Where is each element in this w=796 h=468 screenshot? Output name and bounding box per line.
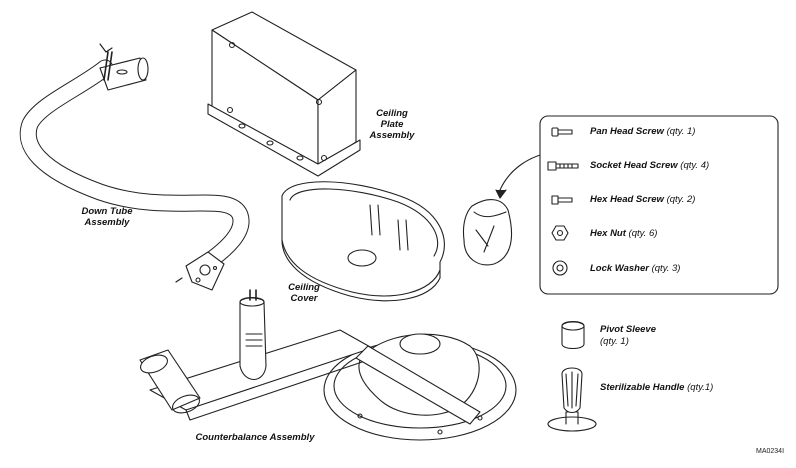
- kit-item-name: Hex Nut: [590, 228, 626, 239]
- kit-item-name: Hex Head Screw: [590, 194, 664, 205]
- kit-item-hex-nut: Hex Nut (qty. 6): [590, 228, 657, 239]
- kit-item-qty: (qty. 2): [666, 194, 696, 205]
- hardware-bag-icon: [462, 199, 513, 266]
- kit-item-qty: (qty. 4): [680, 160, 710, 171]
- sterilizable-handle-qty: (qty.1): [687, 382, 714, 393]
- ceiling-plate-assembly-label: Ceiling Plate Assembly: [364, 108, 420, 141]
- hex-head-screw-icon: [551, 195, 573, 205]
- down-tube-assembly: [19, 43, 250, 291]
- kit-item-qty: (qty. 3): [651, 263, 681, 274]
- label-line: Plate: [380, 119, 404, 130]
- ceiling-cover: [281, 181, 445, 302]
- hardware-kit-box: [539, 115, 779, 295]
- pivot-sleeve-icon: [561, 320, 585, 350]
- kit-item-socket-head-screw: Socket Head Screw (qty. 4): [590, 160, 709, 171]
- kit-item-qty: (qty. 6): [628, 228, 658, 239]
- label-line: Down Tube: [81, 206, 133, 217]
- kit-item-qty: (qty. 1): [666, 126, 696, 137]
- down-tube-assembly-label: Down Tube Assembly: [72, 206, 142, 228]
- label-line: Assembly: [369, 130, 415, 141]
- counterbalance-assembly-label: Counterbalance Assembly: [190, 432, 320, 443]
- lock-washer-icon: [552, 260, 568, 276]
- kit-item-hex-head-screw: Hex Head Screw (qty. 2): [590, 194, 695, 205]
- leader-arrow: [495, 189, 507, 199]
- hex-nut-icon: [551, 225, 569, 241]
- ceiling-cover-label: Ceiling Cover: [282, 282, 326, 304]
- kit-item-name: Lock Washer: [590, 263, 649, 274]
- kit-item-name: Socket Head Screw: [590, 160, 678, 171]
- label-line: Assembly: [84, 217, 130, 228]
- label-line: Ceiling: [288, 282, 320, 293]
- pivot-sleeve-name: Pivot Sleeve: [600, 324, 656, 335]
- counterbalance-assembly: [139, 289, 517, 441]
- pan-head-screw-icon: [551, 127, 573, 137]
- sterilizable-handle-label: Sterilizable Handle (qty.1): [600, 382, 713, 393]
- socket-head-screw-icon: [547, 161, 579, 171]
- pivot-sleeve-label: Pivot Sleeve (qty. 1): [600, 324, 656, 348]
- kit-item-lock-washer: Lock Washer (qty. 3): [590, 263, 680, 274]
- sterilizable-handle-icon: [547, 367, 597, 432]
- sterilizable-handle-name: Sterilizable Handle: [600, 382, 685, 393]
- label-line: Counterbalance Assembly: [195, 432, 315, 443]
- pivot-sleeve-qty: (qty. 1): [600, 336, 629, 347]
- label-line: Ceiling: [376, 108, 408, 119]
- label-line: Cover: [290, 293, 318, 304]
- ceiling-plate-assembly: [207, 11, 361, 177]
- kit-item-pan-head-screw: Pan Head Screw (qty. 1): [590, 126, 695, 137]
- figure-code: MA0234I: [756, 448, 785, 455]
- kit-item-name: Pan Head Screw: [590, 126, 664, 137]
